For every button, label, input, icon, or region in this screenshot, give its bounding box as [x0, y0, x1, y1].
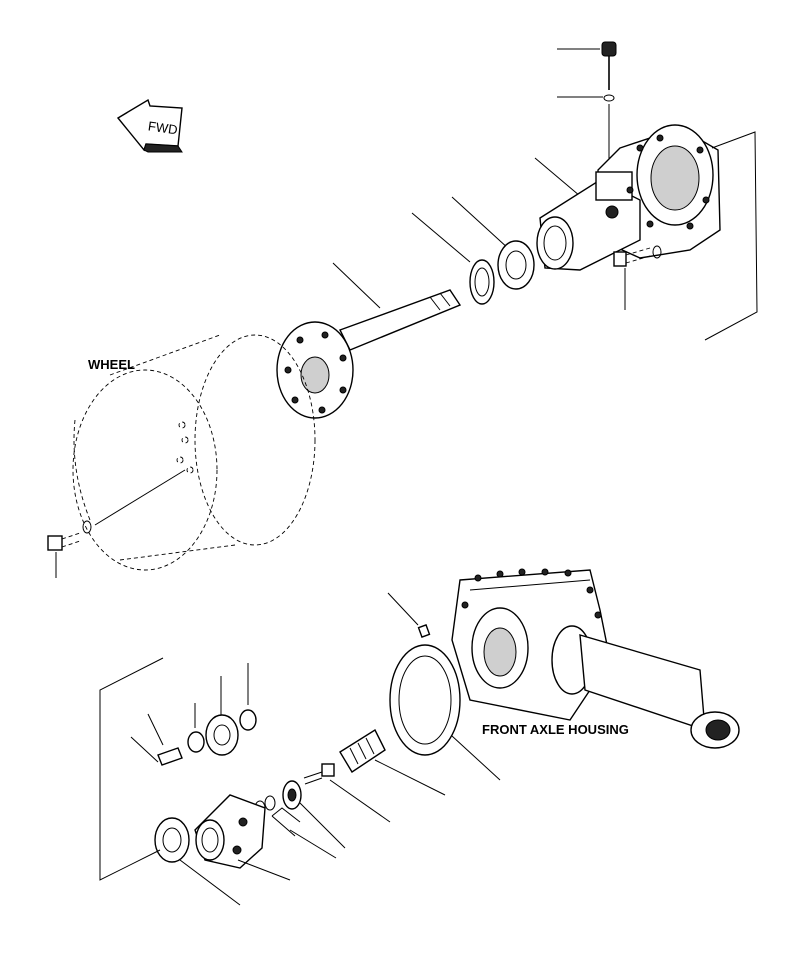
dowel-pin — [387, 592, 431, 638]
small-washers — [254, 795, 337, 859]
front-axle-housing-label: FRONT AXLE HOUSING — [482, 722, 629, 737]
mounting-bolt — [613, 245, 662, 310]
assembly-bracket — [99, 657, 164, 881]
planet-pin — [130, 713, 183, 766]
final-drive-housing — [534, 124, 758, 341]
planet-gear — [187, 663, 257, 756]
wheel-bolt — [47, 520, 92, 578]
planet-carrier — [194, 794, 291, 881]
sun-gear-shaft — [339, 728, 446, 796]
thrust-bolt — [303, 763, 391, 823]
breather-plug — [557, 41, 617, 196]
carrier-bearing — [154, 817, 241, 906]
axle-shaft — [276, 262, 462, 419]
fwd-arrow-icon: FWD — [116, 98, 183, 153]
fwd-arrow-label: FWD — [147, 118, 178, 137]
wheel-label: WHEEL — [88, 357, 135, 372]
front-axle-housing — [451, 568, 740, 749]
bearing — [411, 196, 535, 305]
thrust-cover — [282, 780, 346, 849]
wheel-outline — [72, 334, 316, 571]
ring-gear — [389, 644, 501, 781]
